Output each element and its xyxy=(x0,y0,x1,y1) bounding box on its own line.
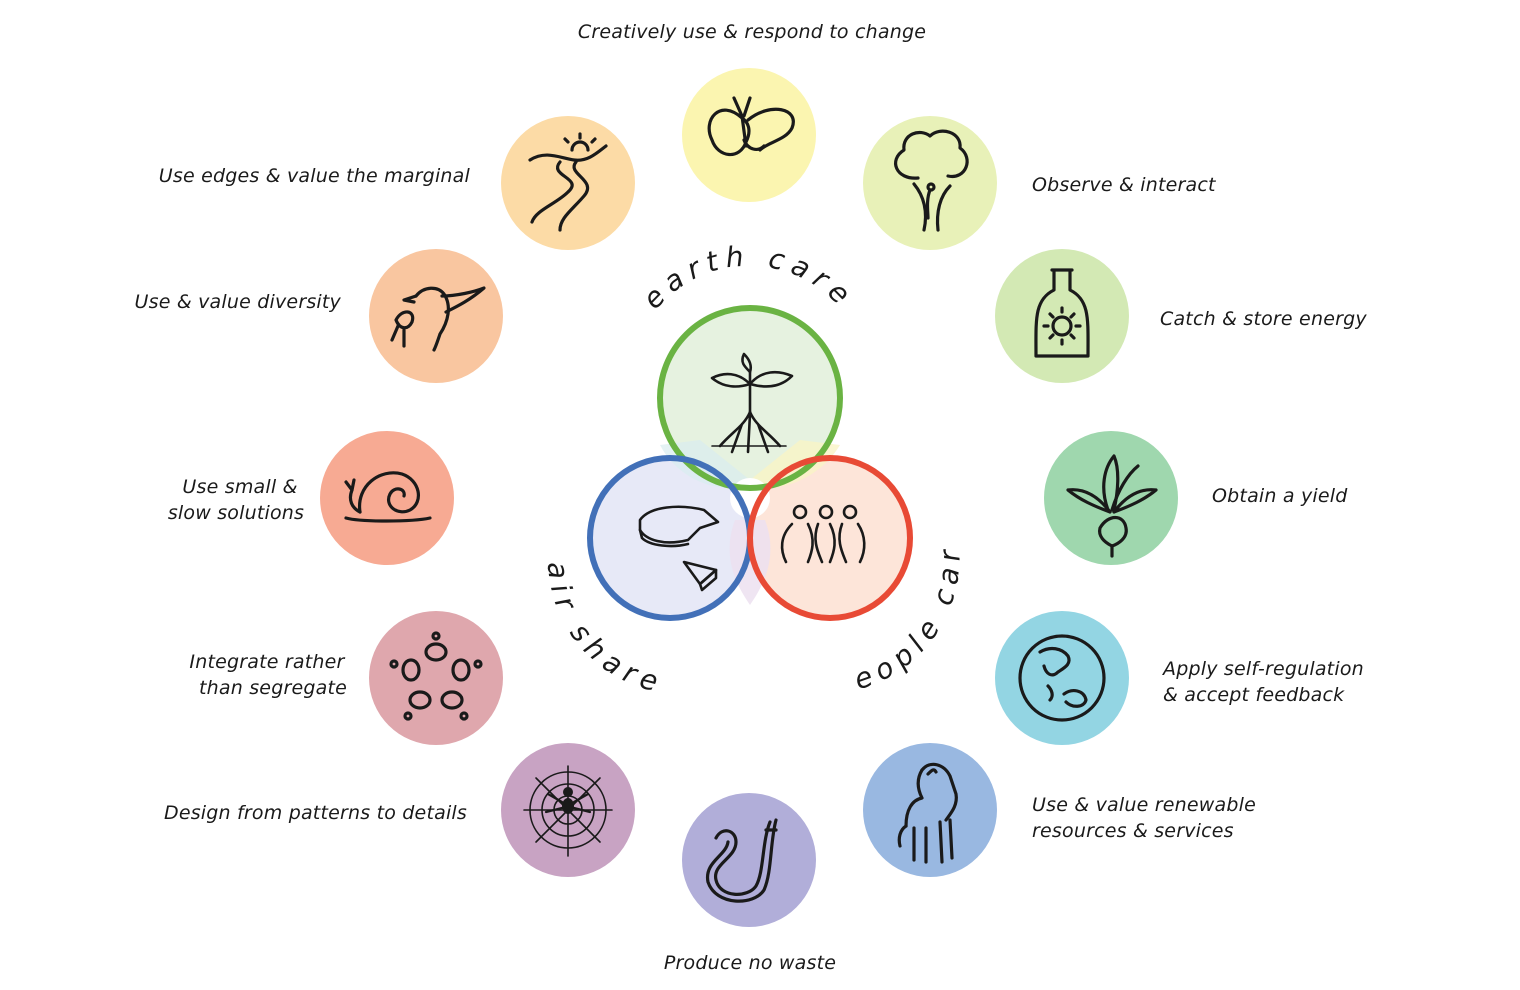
principle-label-9: Use small &slow solutions xyxy=(168,476,304,524)
flower-ring-icon xyxy=(389,631,483,721)
principle-circle-bg xyxy=(320,431,454,565)
earth-care-ring xyxy=(657,305,843,491)
principle-circle-bg xyxy=(369,249,503,383)
principle-circle-0 xyxy=(682,68,816,202)
fair-share-circle xyxy=(590,458,750,618)
principle-label-10: Use & value diversity xyxy=(135,291,342,313)
fair-share-label: fair share xyxy=(0,0,668,700)
principle-circle-10 xyxy=(369,249,503,383)
worm-icon xyxy=(706,818,778,903)
hummingbird-icon xyxy=(390,286,486,352)
principle-circle-bg xyxy=(369,611,503,745)
principle-circle-bg xyxy=(501,116,635,250)
principle-circle-bg xyxy=(1044,431,1178,565)
principle-circle-bg xyxy=(863,743,997,877)
principle-label-11: Use edges & value the marginal xyxy=(159,165,471,187)
principle-label-0: Creatively use & respond to change xyxy=(578,21,926,43)
principle-label-1: Observe & interact xyxy=(1032,174,1217,196)
principle-circle-11 xyxy=(501,116,635,250)
principle-circle-4 xyxy=(995,611,1129,745)
principle-circle-3 xyxy=(1044,431,1178,565)
principle-label-3: Obtain a yield xyxy=(1212,485,1348,507)
river-icon xyxy=(528,132,608,232)
principle-label-7: Design from patterns to details xyxy=(164,802,467,824)
principle-circle-5 xyxy=(863,743,997,877)
people-icon xyxy=(780,504,866,564)
principle-circle-9 xyxy=(320,431,454,565)
principle-circle-6 xyxy=(682,793,816,927)
spider-icon xyxy=(544,787,592,814)
principle-circle-7 xyxy=(501,743,635,877)
overlap-fair-people xyxy=(729,520,771,605)
snail-icon xyxy=(344,471,432,523)
tree-icon xyxy=(894,129,969,232)
butterfly-icon xyxy=(707,96,795,157)
principle-circle-bg xyxy=(682,793,816,927)
pie-slice-icon xyxy=(638,505,720,592)
principle-label-4: Apply self-regulation& accept feedback xyxy=(1161,658,1364,706)
sun-bottle-icon xyxy=(1034,268,1090,358)
globe-icon xyxy=(1018,634,1106,722)
principle-circle-8 xyxy=(369,611,503,745)
principle-label-2: Catch & store energy xyxy=(1160,308,1367,330)
principle-label-6: Produce no waste xyxy=(664,952,836,974)
people-care-ring xyxy=(747,455,913,621)
tree-icon xyxy=(710,352,794,454)
principle-circle-2 xyxy=(995,249,1129,383)
horse-icon xyxy=(897,762,958,864)
principle-circle-bg xyxy=(995,611,1129,745)
earth-care-label: earth care xyxy=(636,239,862,315)
beetroot-icon xyxy=(1066,454,1158,558)
principle-circle-1 xyxy=(863,116,997,250)
people-care-circle xyxy=(750,458,910,618)
